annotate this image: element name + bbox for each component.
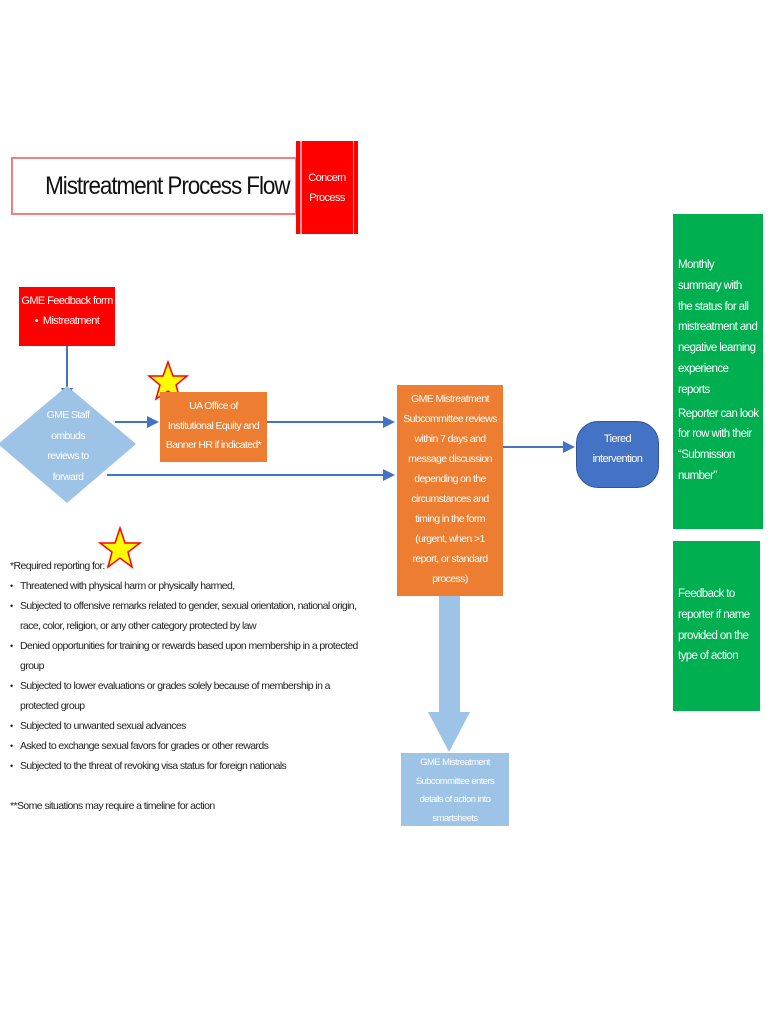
node-bullet: • Mistreatment (34, 315, 100, 327)
node-line: intervention (592, 453, 643, 465)
ua-office-node[interactable]: UA Office of Institutional Equity and Ba… (160, 392, 267, 462)
gme-feedback-form-node[interactable]: GME Feedback form • Mistreatment (19, 287, 115, 346)
list-item: Denied opportunities for training or rew… (10, 636, 370, 676)
node-title: GME Feedback form (21, 295, 113, 307)
node-line: GME Mistreatment (420, 757, 490, 768)
node-line: Tiered (603, 433, 632, 445)
gme-subcommittee-node[interactable]: GME Mistreatment Subcommittee reviews wi… (397, 385, 503, 596)
node-line: details of action into (419, 794, 491, 805)
list-item: Subjected to lower evaluations or grades… (10, 676, 370, 716)
star-icon (146, 359, 190, 401)
concern-process-tag: Concern Process (296, 141, 358, 234)
node-line: (urgent, when >1 (415, 533, 485, 545)
reporter-lookup-para: Reporter can look for row with their “Su… (678, 407, 759, 482)
node-line: smartsheets (432, 812, 478, 824)
tiered-intervention-node[interactable]: Tiered intervention (576, 421, 659, 488)
notes-heading: *Required reporting for: (10, 560, 105, 572)
node-line: report, or standard (412, 553, 489, 565)
notes-list: Threatened with physical harm or physica… (10, 576, 370, 776)
node-line: Banner HR if indicated* (165, 439, 262, 451)
smartsheets-node[interactable]: GME Mistreatment Subcommittee enters det… (401, 753, 509, 826)
required-reporting-notes: *Required reporting for: Threatened with… (10, 556, 370, 816)
node-line: depending on the (414, 473, 486, 485)
node-line: message discussion (408, 453, 492, 465)
page-title: Mistreatment Process Flow (44, 171, 290, 200)
node-line: ombuds (51, 429, 85, 442)
star-icon (97, 525, 143, 569)
page-title-box: Mistreatment Process Flow (11, 157, 297, 215)
feedback-to-reporter-node[interactable]: Feedback to reporter if name provided on… (673, 541, 760, 711)
concern-tag-line: Concern (308, 171, 346, 184)
gme-staff-label: GME Staff ombuds reviews to forward (30, 405, 106, 487)
node-line: GME Staff (46, 409, 90, 421)
node-line: reviews to (47, 450, 89, 462)
concern-tag-line: Process (309, 191, 345, 204)
node-line: circumstances and (411, 493, 489, 505)
node-line: reporter if name (678, 608, 750, 621)
list-item: Subjected to offensive remarks related t… (10, 596, 370, 636)
node-line: Subcommittee enters (415, 775, 495, 787)
node-line: within 7 days and (414, 433, 487, 445)
arrow-subcommittee-to-smartsheets (428, 596, 470, 752)
node-line: GME Mistreatment (411, 393, 490, 405)
monthly-summary-node[interactable]: Monthly summary with the status for all … (673, 214, 763, 529)
node-line: Institutional Equity and (167, 419, 260, 432)
node-line: Subcommittee reviews (403, 413, 497, 425)
list-item: Threatened with physical harm or physica… (10, 576, 370, 596)
list-item: Subjected to unwanted sexual advances (10, 716, 370, 736)
notes-footnote: **Some situations may require a timeline… (10, 800, 215, 812)
gme-staff-diamond[interactable] (0, 386, 136, 503)
node-line: forward (52, 470, 84, 483)
monthly-summary-para: Monthly summary with the status for all … (678, 259, 758, 396)
node-line: Feedback to (678, 588, 735, 600)
node-line: process) (432, 573, 468, 585)
node-line: timing in the form (415, 513, 485, 525)
node-line: type of action (678, 650, 739, 663)
list-item: Asked to exchange sexual favors for grad… (10, 736, 370, 756)
list-item: Subjected to the threat of revoking visa… (10, 756, 370, 776)
node-line: UA Office of (189, 400, 238, 412)
node-line: provided on the (678, 629, 749, 642)
